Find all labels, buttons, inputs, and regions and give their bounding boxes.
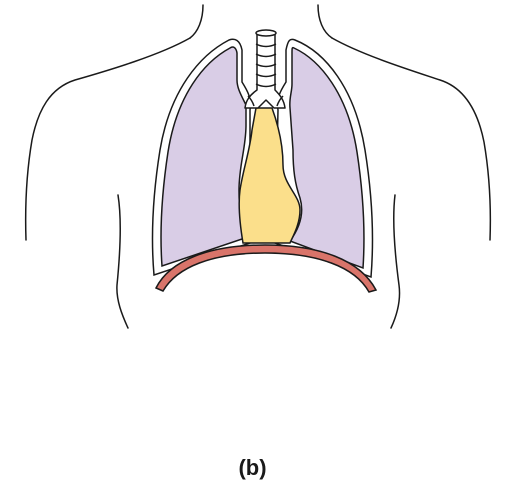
trachea-ring-top — [256, 30, 276, 36]
left-lung-lobe — [290, 48, 364, 268]
panel-label: (b) — [0, 455, 505, 481]
trachea — [245, 30, 285, 108]
trachea-tube — [245, 32, 285, 108]
right-lung-lobe — [161, 47, 246, 266]
right-lung — [152, 39, 250, 275]
arm-right-inner-line — [391, 195, 400, 328]
neck-left-line — [190, 5, 203, 38]
neck-right-line — [318, 5, 332, 38]
arm-left-inner-line — [117, 195, 128, 328]
